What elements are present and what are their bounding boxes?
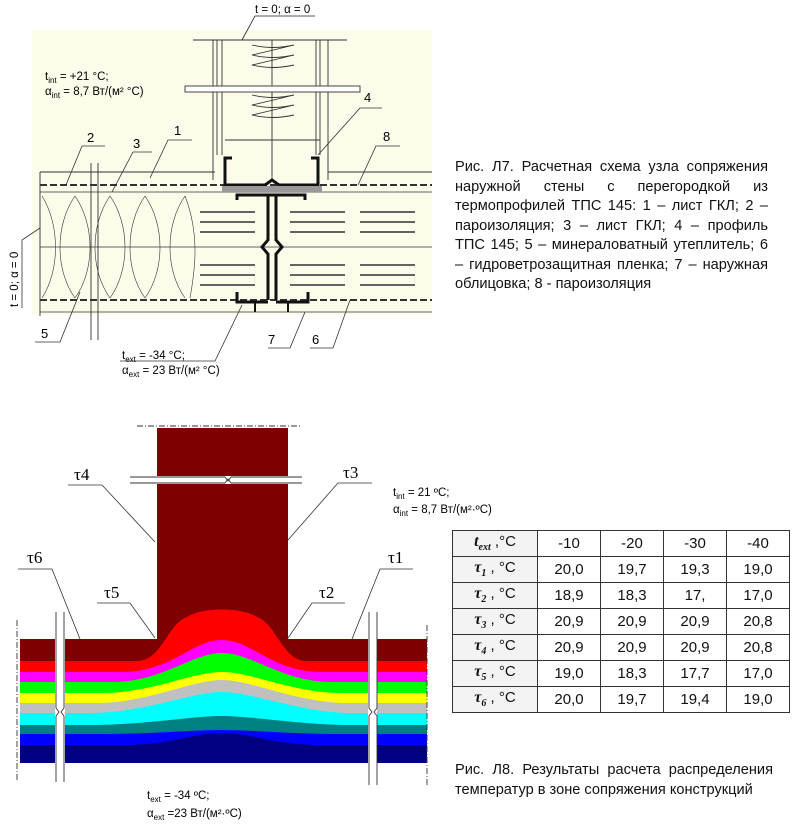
- row-header: τ5 , °C: [452, 660, 538, 687]
- label-5: 5: [41, 326, 48, 341]
- f8-alpha-ext-label: αext =23 Вт/(м²·ºC): [147, 808, 242, 822]
- label-8: 8: [383, 129, 390, 144]
- table-header-row: text ,°C -10 -20 -30 -40: [452, 530, 790, 557]
- leader-lines: [21, 107, 400, 362]
- header-cell: -30: [663, 530, 727, 557]
- table-cell: 20,9: [663, 608, 727, 635]
- figure-l7-caption: Рис. Л7. Расчетная схема узла сопряжения…: [455, 159, 768, 292]
- table-cell: 19,0: [537, 660, 601, 687]
- figure-l8-caption: Рис. Л8. Результаты расчета распределени…: [455, 762, 773, 798]
- f8-alpha-int-label: αint = 8,7 Вт/(м²·ºC): [393, 504, 492, 518]
- table-cell: 17,0: [726, 660, 790, 687]
- table-cell: 19,7: [600, 686, 664, 713]
- header-cell: -10: [537, 530, 601, 557]
- label-6: 6: [312, 332, 319, 347]
- sealant: [222, 186, 322, 192]
- header-cell: -40: [726, 530, 790, 557]
- tau-3-label: τ3: [343, 463, 358, 482]
- table-cell: 19,4: [663, 686, 727, 713]
- tau-5-label: τ5: [104, 583, 119, 602]
- row-header: τ4 , °C: [452, 634, 538, 661]
- alpha-int-label: αint = 8,7 Вт/(м² °С): [45, 86, 144, 100]
- row-header: τ1 , °C: [452, 556, 538, 583]
- table-cell: 17,7: [663, 660, 727, 687]
- table-cell: 20,9: [537, 608, 601, 635]
- table-cell: 17,: [663, 582, 727, 609]
- partition: [184, 39, 361, 180]
- row-header: τ2 , °C: [452, 582, 538, 609]
- table-cell: 18,3: [600, 582, 664, 609]
- table-cell: 20,9: [600, 634, 664, 661]
- table-cell: 19,3: [663, 556, 727, 583]
- drawing-background: [32, 30, 432, 315]
- f8-t-ext-label: text = -34 ºC;: [147, 790, 210, 804]
- tau-leader-lines: [18, 482, 413, 640]
- label-7: 7: [268, 332, 275, 347]
- tau-4-label: τ4: [74, 465, 90, 484]
- break-line: [90, 163, 99, 340]
- header-cell: text ,°C: [452, 530, 538, 557]
- table-cell: 17,0: [726, 582, 790, 609]
- tau-1-label: τ1: [388, 548, 403, 567]
- label-4: 4: [364, 90, 371, 105]
- table-cell: 20,8: [726, 608, 790, 635]
- table-cell: 20,8: [726, 634, 790, 661]
- tau-2-label: τ2: [319, 583, 334, 602]
- leader-line: [241, 15, 315, 41]
- header-cell: -20: [600, 530, 664, 557]
- table-cell: 20,0: [537, 556, 601, 583]
- table-cell: 19,0: [726, 686, 790, 713]
- label-3: 3: [133, 136, 140, 151]
- t-int-label: tint = +21 °C;: [45, 71, 109, 85]
- table-cell: 20,9: [663, 634, 727, 661]
- table-cell: 18,3: [600, 660, 664, 687]
- table-cell: 20,9: [537, 634, 601, 661]
- table-cell: 20,0: [537, 686, 601, 713]
- alpha-ext-label: αext = 23 Вт/(м² °С): [122, 365, 220, 379]
- table-cell: 19,0: [726, 556, 790, 583]
- label-1: 1: [174, 123, 181, 138]
- table-cell: 20,9: [600, 608, 664, 635]
- table-cell: 19,7: [600, 556, 664, 583]
- tps-profile: [223, 156, 320, 312]
- break-marks: [16, 425, 428, 787]
- row-header: τ3 , °C: [452, 608, 538, 635]
- label-2: 2: [87, 130, 94, 145]
- f8-t-int-label: tint = 21 ºC;: [393, 487, 449, 501]
- boundary-left-label: t = 0; α = 0: [9, 252, 21, 307]
- tau-6-label: τ6: [27, 548, 42, 567]
- t-ext-label: text = -34 °C;: [122, 350, 185, 364]
- table-cell: 18,9: [537, 582, 601, 609]
- boundary-top-label: t = 0; α = 0: [255, 4, 310, 16]
- row-header: τ6 , °C: [452, 686, 538, 713]
